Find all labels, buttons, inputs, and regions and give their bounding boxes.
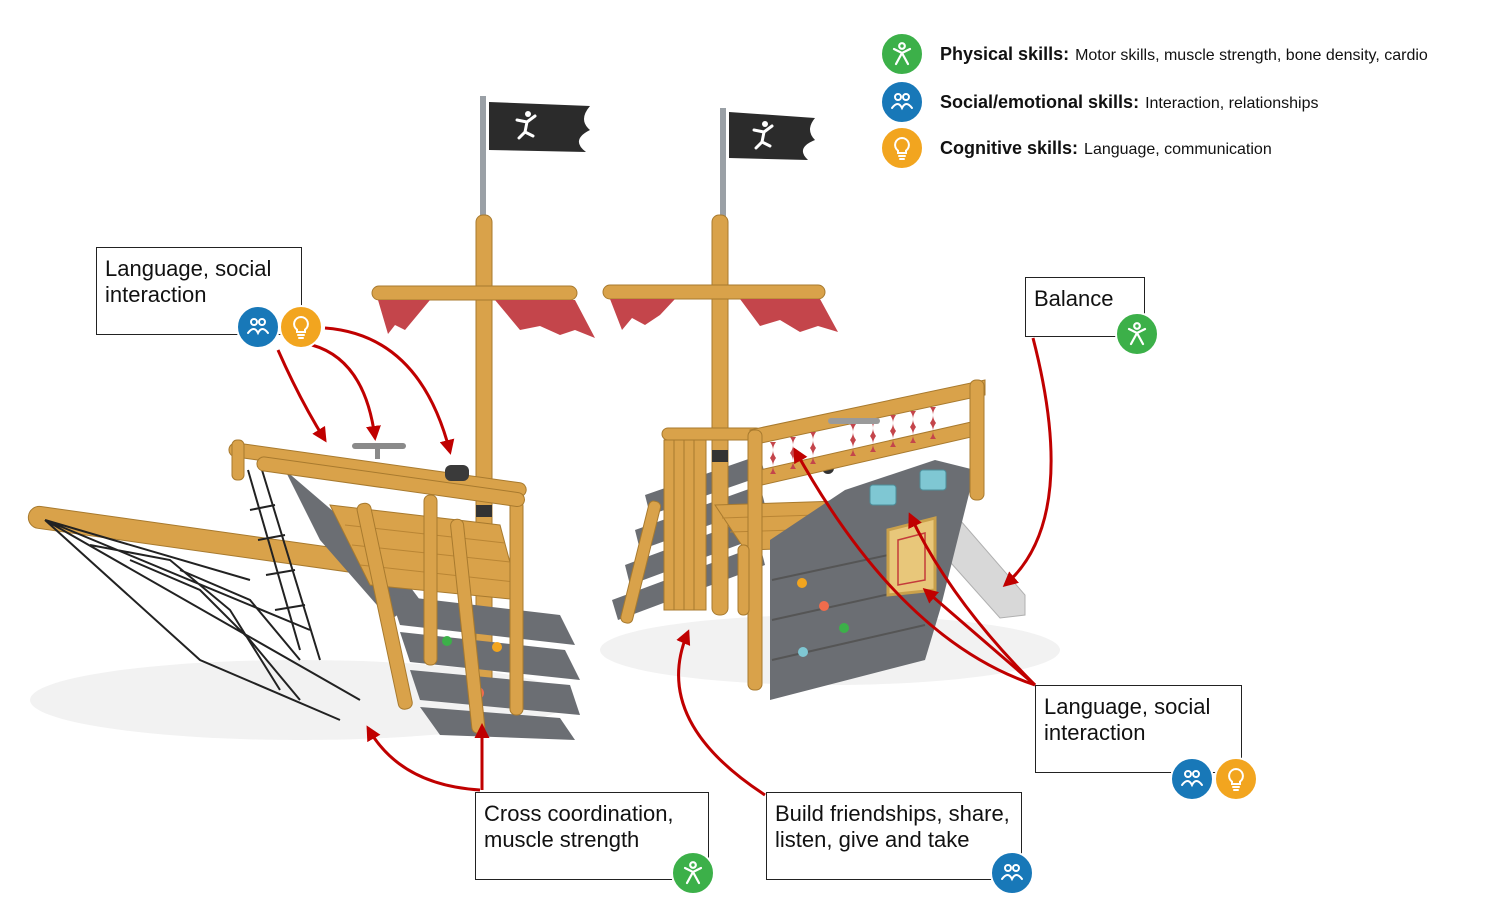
legend-physical: Physical skills: Motor skills, muscle str… [880, 32, 1428, 76]
annotation-arrows [276, 326, 1053, 797]
arrow-cross-coord-1 [366, 725, 481, 792]
arrow-language-left-3 [324, 326, 455, 455]
callout-friendships: Build friendships, share, listen, give a… [766, 792, 1022, 880]
physical-skills-icon [671, 851, 715, 895]
social-emotional-skills-icon [1170, 757, 1214, 801]
right-sail-left [610, 299, 675, 330]
legend-cognitive-detail: Language, communication [1084, 140, 1272, 158]
left-flag [489, 102, 590, 152]
arrow-language-right-1 [793, 447, 1036, 687]
arrow-friendships [676, 629, 766, 797]
right-flag [729, 112, 815, 160]
callout-language-right: Language, social interaction [1035, 685, 1242, 773]
social-emotional-skills-icon [236, 305, 280, 349]
social-emotional-skills-icon [990, 851, 1034, 895]
arrow-language-right-3 [922, 588, 1036, 687]
legend-social-title: Social/emotional skills: [940, 91, 1140, 112]
social-emotional-skills-icon [880, 80, 924, 124]
legend-cognitive: Cognitive skills: Language, communication [880, 126, 1272, 170]
arrow-language-left-1 [276, 349, 327, 443]
legend-physical-detail: Motor skills, muscle strength, bone dens… [1075, 46, 1428, 64]
physical-skills-icon [880, 32, 924, 76]
arrow-language-left-2 [311, 343, 381, 441]
legend-physical-title: Physical skills: [940, 43, 1070, 64]
arrow-language-right-2 [908, 512, 1037, 687]
legend-social-detail: Interaction, relationships [1145, 94, 1319, 112]
callout-cross-coordination: Cross coordination, muscle strength [475, 792, 709, 880]
left-ship [27, 96, 595, 740]
physical-skills-icon [1115, 312, 1159, 356]
arrow-balance [1002, 337, 1053, 587]
right-ship [602, 108, 1026, 700]
cognitive-skills-icon [1214, 757, 1258, 801]
cognitive-skills-icon [279, 305, 323, 349]
cognitive-skills-icon [880, 126, 924, 170]
left-sail-left [378, 300, 430, 334]
left-sail-right [495, 300, 595, 338]
legend-cognitive-title: Cognitive skills: [940, 137, 1079, 158]
legend-social: Social/emotional skills: Interaction, rel… [880, 80, 1319, 124]
right-sail-right [740, 299, 838, 332]
